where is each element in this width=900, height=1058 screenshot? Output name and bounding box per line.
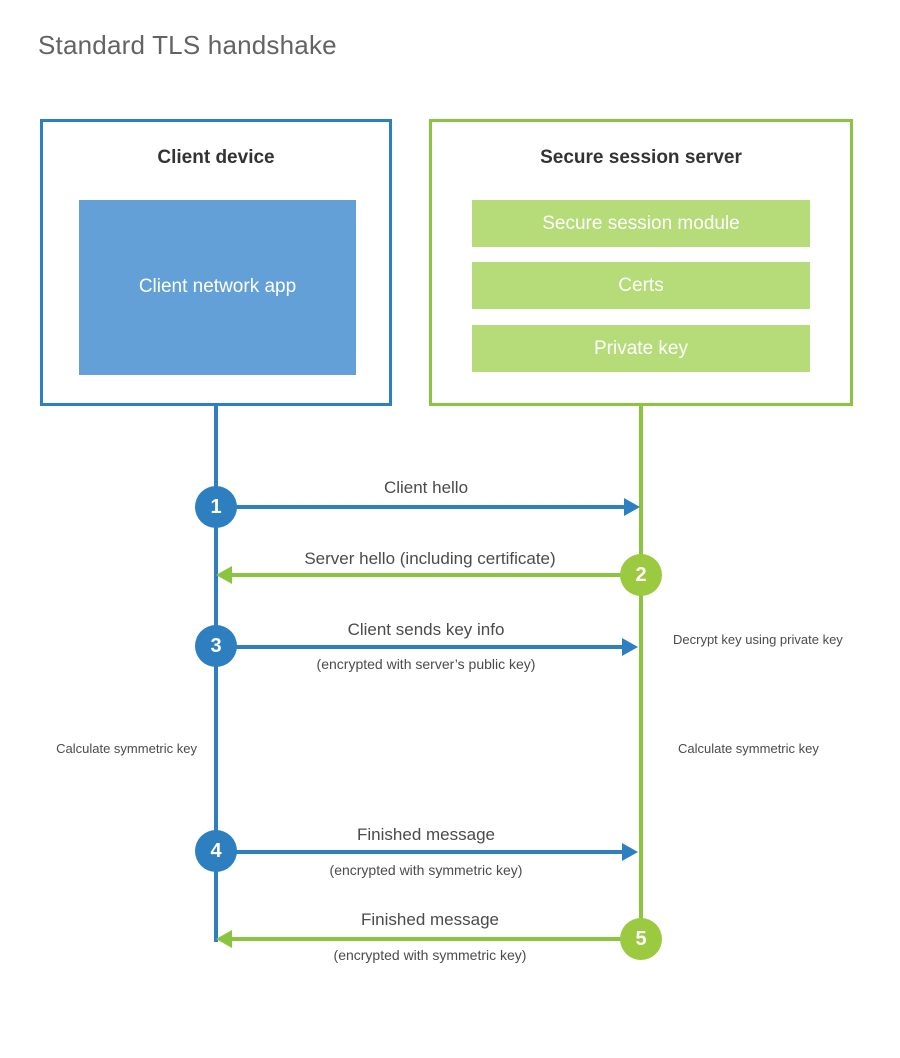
step-1-circle: 1 — [195, 486, 237, 528]
client-lifeline — [214, 406, 218, 942]
step-3-circle: 3 — [195, 625, 237, 667]
step-2-arrow-line — [228, 573, 640, 577]
step-5-sublabel: (encrypted with symmetric key) — [333, 947, 527, 963]
step-2-arrow-head-icon — [216, 566, 232, 584]
client-network-app-block: Client network app — [79, 200, 356, 375]
client-device-title: Client device — [157, 147, 275, 168]
step-5-label: Finished message — [361, 910, 499, 929]
step-3-arrow-head-icon — [622, 638, 638, 656]
step-3-label: Client sends key info — [347, 620, 505, 639]
server-calculate-symmetric-key-note: Calculate symmetric key — [678, 741, 819, 756]
server-component-secure-session-module: Secure session module — [472, 200, 810, 247]
server-lifeline — [639, 406, 643, 939]
step-4-circle: 4 — [195, 830, 237, 872]
server-component-private-key: Private key — [472, 325, 810, 372]
step-2-circle: 2 — [620, 554, 662, 596]
page-title: Standard TLS handshake — [38, 30, 337, 60]
step-1-arrow-line — [216, 505, 632, 509]
server-component-certs: Certs — [472, 262, 810, 309]
step-4-label: Finished message — [357, 825, 495, 844]
step-5-circle: 5 — [620, 918, 662, 960]
step-1-arrow-head-icon — [624, 498, 640, 516]
step-4-arrow-head-icon — [622, 843, 638, 861]
step-3-sublabel: (encrypted with server’s public key) — [316, 656, 536, 672]
step-4-sublabel: (encrypted with symmetric key) — [329, 862, 523, 878]
step-4-arrow-line — [216, 850, 626, 854]
step-5-arrow-line — [228, 937, 640, 941]
secure-session-server-box: Secure session server Secure session mod… — [429, 119, 853, 406]
secure-session-server-title: Secure session server — [540, 147, 742, 168]
client-calculate-symmetric-key-note: Calculate symmetric key — [56, 741, 197, 756]
step-3-arrow-line — [216, 645, 626, 649]
step-5-arrow-head-icon — [216, 930, 232, 948]
step-2-label: Server hello (including certificate) — [304, 549, 556, 568]
step-1-label: Client hello — [383, 478, 469, 497]
decrypt-key-note: Decrypt key using private key — [673, 632, 843, 647]
client-device-box: Client device Client network app — [40, 119, 392, 406]
